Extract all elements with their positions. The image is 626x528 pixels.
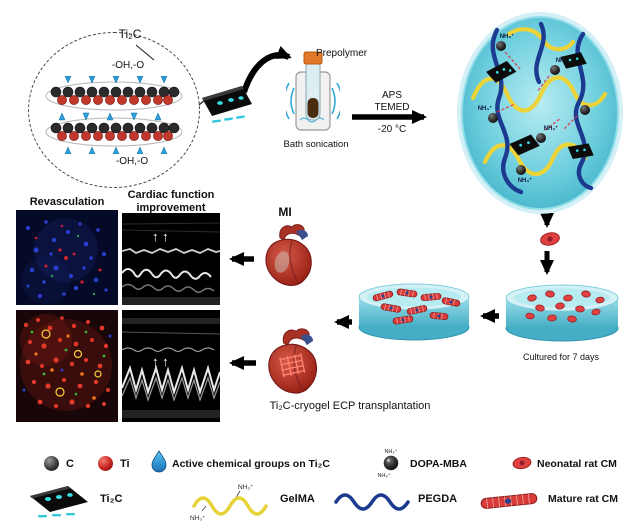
fluorescence-image-treated <box>16 310 118 422</box>
titanium-sphere-icon <box>98 456 113 471</box>
slab-2 <box>45 117 183 147</box>
legend-carbon-label: C <box>66 458 74 470</box>
carbon-sphere-icon <box>44 456 59 471</box>
prepolymer-label: Prepolymer <box>316 48 368 59</box>
gelma-nh3-bottom: NH₃⁺ <box>190 515 205 522</box>
patch-to-vial-arrow <box>241 45 292 93</box>
neonatal-cell-icon <box>540 232 560 246</box>
nh3-annotation: NH₃⁺ <box>518 177 533 184</box>
gelma-icon: NH₃⁺ NH₃⁺ <box>190 484 268 522</box>
legend-gelma-label: GelMA <box>280 493 315 505</box>
legend-ti2c-label: Ti₂C <box>100 493 123 505</box>
cryogel-network: NH₃⁺ NH₃⁺ NH₃⁺ NH₃⁺ NH₃⁺ <box>457 12 623 214</box>
gelma-nh3-top: NH₃⁺ <box>238 484 253 491</box>
legend-titanium-label: Ti <box>120 458 130 470</box>
legend-mature-cm-label: Mature rat CM <box>548 493 619 505</box>
heart-mi <box>265 224 312 286</box>
ti2c-nanosheet-icon <box>202 86 252 123</box>
active-group-drops <box>58 76 168 154</box>
temed-label: TEMED <box>374 102 410 113</box>
dapi-dots <box>26 220 108 298</box>
legend-dopa-mba-label: DOPA-MBA <box>410 458 467 470</box>
legend-neonatal-cm-label: Neonatal rat CM <box>537 458 617 470</box>
ti2c-title: Ti₂C <box>118 27 142 41</box>
cultured-label: Cultured for 7 days <box>522 352 600 362</box>
mature-cells <box>372 288 461 325</box>
sonication-vial <box>286 51 340 131</box>
dopa-nh3-top: NH₃⁺ <box>384 448 397 455</box>
ionic-interactions <box>496 51 578 131</box>
cardiac-function-header: Cardiac function improvement <box>127 189 215 214</box>
sonication-waves <box>286 82 340 120</box>
echocardiogram-mi: ↑ ↑ <box>122 213 220 305</box>
legend-active-groups-label: Active chemical groups on Ti₂C <box>172 458 330 470</box>
bath-sonication-label: Bath sonication <box>283 139 349 150</box>
vial-cap <box>303 51 323 65</box>
culture-dish-mature <box>358 283 470 341</box>
oh-o-label-top: -OH,-O <box>111 60 145 71</box>
fluorescence-image-control <box>16 210 118 305</box>
nh3-annotation: NH₃⁺ <box>544 125 559 132</box>
up-arrows: ↑ ↑ <box>152 354 169 369</box>
dopa-mba-spheres <box>488 41 590 175</box>
oh-o-label-bottom: -OH,-O <box>115 156 149 167</box>
nh3-annotation: NH₃⁺ <box>478 105 493 112</box>
dopa-nh3-bottom: NH₃⁺ <box>377 472 390 478</box>
active-group-drop-icon <box>151 450 167 473</box>
heart-treated <box>268 328 318 394</box>
slab-1 <box>45 81 183 111</box>
vessel-rings <box>41 329 102 397</box>
mi-label: MI <box>278 205 292 219</box>
vessel-dots <box>23 316 110 409</box>
echocardiogram-treated: ↑ ↑ <box>122 310 220 422</box>
temperature-label: -20 °C <box>377 124 407 135</box>
dopa-mba-icon: NH₃⁺ NH₃⁺ <box>377 448 399 478</box>
ecp-patch-mesh <box>279 353 306 378</box>
sample-in-tube <box>307 98 319 118</box>
mature-cm-icon <box>480 493 538 509</box>
ti2c-layer-structure <box>45 76 183 154</box>
ti2c-unit-cell-ellipse <box>28 32 200 188</box>
ti2c-legend-icon <box>30 486 88 518</box>
transplantation-label: Ti₂C-cryogel ECP transplantation <box>269 400 431 412</box>
neonatal-cm-icon <box>512 456 532 470</box>
infarct-scar <box>274 251 290 273</box>
vessel-dots <box>34 224 102 284</box>
nh3-annotation: NH₃⁺ <box>500 33 515 40</box>
neonatal-cells <box>525 290 605 323</box>
up-arrows: ↑ ↑ <box>152 229 169 244</box>
pegda-icon <box>334 493 410 511</box>
aps-label: APS <box>381 90 402 101</box>
culture-dish-neonatal <box>505 284 619 342</box>
embedded-ti2c-sheets <box>486 52 594 159</box>
revasculation-header: Revasculation <box>29 196 105 208</box>
nh3-annotation: NH₃⁺ <box>556 57 571 64</box>
nh3-annotations: NH₃⁺ NH₃⁺ NH₃⁺ NH₃⁺ NH₃⁺ <box>478 33 571 184</box>
legend-pegda-label: PEGDA <box>418 493 458 505</box>
